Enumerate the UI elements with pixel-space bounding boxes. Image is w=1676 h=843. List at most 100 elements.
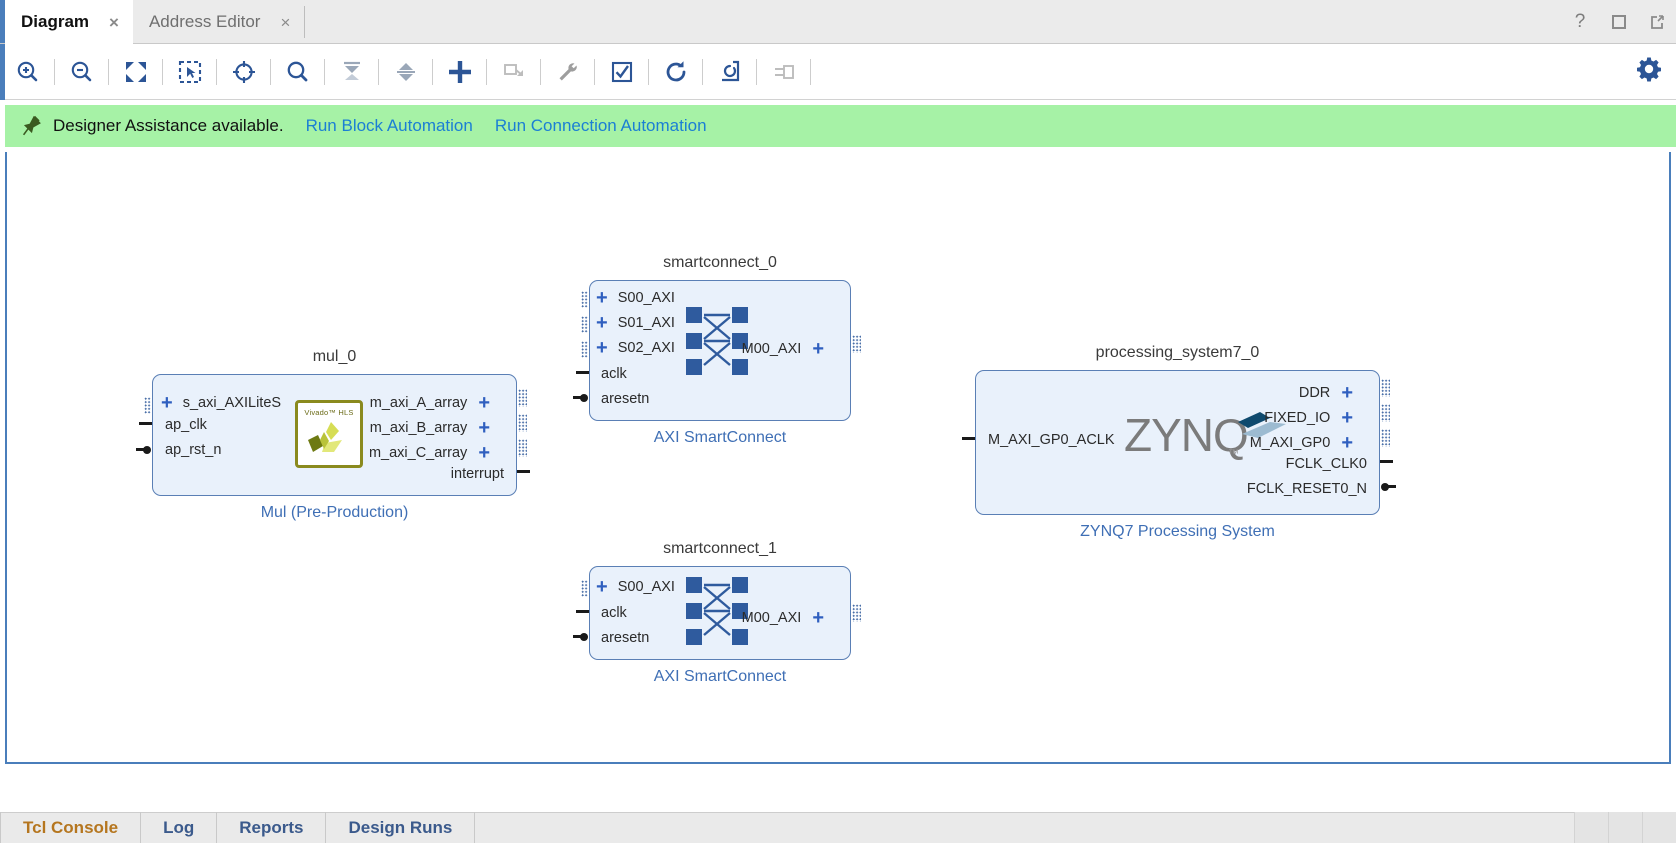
bottom-tab-design-runs[interactable]: Design Runs: [326, 812, 476, 843]
bus-stub-m-axi-a-array: [518, 389, 527, 407]
bus-stub-s00-axi: [581, 291, 588, 308]
pin-stub-m-axi-gp0-aclk: [962, 437, 975, 440]
expand-plus-icon[interactable]: +: [1341, 407, 1353, 429]
bottom-tab-label: Reports: [239, 817, 304, 837]
block-smartconnect-1-caption: AXI SmartConnect: [653, 668, 787, 685]
pin-inv-dot-fclk-reset0-n: [1381, 482, 1389, 491]
zoom-in-icon[interactable]: [5, 44, 50, 100]
zoom-fit-icon[interactable]: [113, 44, 158, 100]
port-interrupt[interactable]: interrupt: [451, 467, 504, 482]
zoom-out-icon[interactable]: [59, 44, 104, 100]
block-design-canvas[interactable]: mul_0 + s_axi_AXILiteS ap_clk ap_rst_n: [5, 152, 1671, 764]
regenerate-layout-icon[interactable]: [653, 44, 698, 100]
run-block-automation-link[interactable]: Run Block Automation: [305, 116, 473, 135]
gear-icon: [1637, 57, 1661, 82]
block-smartconnect-1[interactable]: smartconnect_1 + S00_AXI aclk aresetn: [573, 540, 861, 685]
port-m-axi-gp0[interactable]: M_AXI_GP0 +: [1250, 431, 1353, 454]
toolbar-separator: [648, 58, 649, 85]
zoom-area-icon[interactable]: [167, 44, 212, 100]
port-m-axi-c-array[interactable]: m_axi_C_array +: [369, 441, 490, 464]
block-smartconnect-0[interactable]: smartconnect_0 + S00_AXI + S01_AXI +: [573, 254, 861, 446]
search-icon[interactable]: [275, 44, 320, 100]
port-m00-axi[interactable]: M00_AXI +: [742, 337, 824, 360]
port-aclk[interactable]: aclk: [601, 367, 627, 382]
port-m-axi-gp0-aclk[interactable]: M_AXI_GP0_ACLK: [988, 433, 1115, 448]
port-s-axi-axilites[interactable]: + s_axi_AXILiteS: [161, 391, 281, 414]
tab-diagram-close-icon[interactable]: ×: [109, 12, 119, 32]
port-s02-axi[interactable]: + S02_AXI: [596, 336, 675, 359]
port-fixed-io[interactable]: FIXED_IO +: [1264, 406, 1353, 429]
customize-block-icon[interactable]: [545, 44, 590, 100]
float-window-icon[interactable]: [1648, 12, 1668, 32]
help-icon-glyph: ?: [1574, 11, 1586, 32]
expand-plus-icon[interactable]: +: [161, 392, 173, 414]
port-aresetn[interactable]: aresetn: [601, 392, 649, 407]
optimize-routing-icon[interactable]: [707, 44, 752, 100]
port-m-axi-a-array[interactable]: m_axi_A_array +: [370, 391, 490, 414]
pin-stub-aclk: [576, 371, 589, 374]
port-ddr[interactable]: DDR +: [1299, 381, 1353, 404]
expand-plus-icon[interactable]: +: [1341, 432, 1353, 454]
expand-plus-icon[interactable]: +: [596, 576, 608, 598]
add-ip-icon[interactable]: [437, 44, 482, 100]
add-module-icon[interactable]: [491, 44, 536, 100]
port-m00-axi[interactable]: M00_AXI +: [742, 606, 824, 629]
create-port-icon[interactable]: [761, 44, 806, 100]
port-label: FIXED_IO: [1264, 410, 1331, 426]
port-fclk-reset0-n[interactable]: FCLK_RESET0_N: [1247, 482, 1367, 497]
port-fclk-clk0[interactable]: FCLK_CLK0: [1286, 457, 1367, 472]
expand-plus-icon[interactable]: +: [596, 312, 608, 334]
panel-gap: [0, 768, 1676, 812]
pin-stub-ap-rst-n: [136, 448, 149, 451]
collapse-all-icon[interactable]: [329, 44, 374, 100]
expand-plus-icon[interactable]: +: [478, 442, 490, 464]
banner-message: Designer Assistance available.: [53, 116, 284, 135]
port-s00-axi[interactable]: + S00_AXI: [596, 575, 675, 598]
fit-selection-icon[interactable]: [221, 44, 266, 100]
bottom-bar-button-3[interactable]: [1642, 812, 1676, 843]
help-icon[interactable]: ?: [1570, 12, 1590, 32]
validate-design-icon[interactable]: [599, 44, 644, 100]
toolbar-separator: [324, 58, 325, 85]
bottom-tab-log[interactable]: Log: [141, 812, 218, 843]
bottom-tab-reports[interactable]: Reports: [217, 812, 327, 843]
pin-inv-dot-ap-rst-n: [143, 445, 151, 454]
port-aclk[interactable]: aclk: [601, 606, 627, 621]
port-m-axi-b-array[interactable]: m_axi_B_array +: [370, 416, 490, 439]
expand-plus-icon[interactable]: +: [596, 337, 608, 359]
port-aresetn[interactable]: aresetn: [601, 631, 649, 646]
tab-divider: [304, 6, 306, 38]
port-label: aclk: [601, 366, 627, 382]
bottom-tab-label: Design Runs: [348, 817, 453, 837]
tab-address-editor-label: Address Editor: [148, 12, 261, 31]
designer-assistance-banner: Designer Assistance available. Run Block…: [5, 105, 1676, 147]
port-ap-clk[interactable]: ap_clk: [165, 418, 207, 433]
settings-button[interactable]: [1636, 56, 1676, 87]
expand-plus-icon[interactable]: +: [596, 287, 608, 309]
bottom-bar-button-2[interactable]: [1608, 812, 1642, 843]
port-s01-axi[interactable]: + S01_AXI: [596, 311, 675, 334]
expand-plus-icon[interactable]: +: [478, 417, 490, 439]
block-processing-system7-0[interactable]: processing_system7_0 M_AXI_GP0_ACLK ZYNQ…: [962, 344, 1396, 540]
block-mul-0[interactable]: mul_0 + s_axi_AXILiteS ap_clk ap_rst_n: [136, 348, 530, 521]
expand-plus-icon[interactable]: +: [812, 607, 824, 629]
port-label: aresetn: [601, 630, 650, 646]
tab-diagram[interactable]: Diagram ×: [5, 0, 133, 44]
bottom-tab-tcl-console[interactable]: Tcl Console: [0, 812, 142, 843]
expand-plus-icon[interactable]: +: [1341, 382, 1353, 404]
block-processing-system7-0-caption: ZYNQ7 Processing System: [1080, 523, 1275, 540]
port-s00-axi[interactable]: + S00_AXI: [596, 286, 675, 309]
port-ap-rst-n[interactable]: ap_rst_n: [165, 443, 221, 458]
port-label: aresetn: [601, 391, 650, 407]
tab-address-editor[interactable]: Address Editor ×: [133, 0, 304, 44]
bottom-bar-button-1[interactable]: [1574, 812, 1608, 843]
block-mul-0-title: mul_0: [312, 348, 357, 365]
tab-address-editor-close-icon[interactable]: ×: [280, 12, 291, 32]
expand-all-icon[interactable]: [383, 44, 428, 100]
run-connection-automation-link[interactable]: Run Connection Automation: [494, 116, 707, 135]
pin-icon: [21, 115, 41, 137]
panel-accent-bar: [0, 0, 5, 43]
expand-plus-icon[interactable]: +: [812, 338, 824, 360]
maximize-icon[interactable]: [1609, 12, 1629, 32]
expand-plus-icon[interactable]: +: [478, 392, 490, 414]
